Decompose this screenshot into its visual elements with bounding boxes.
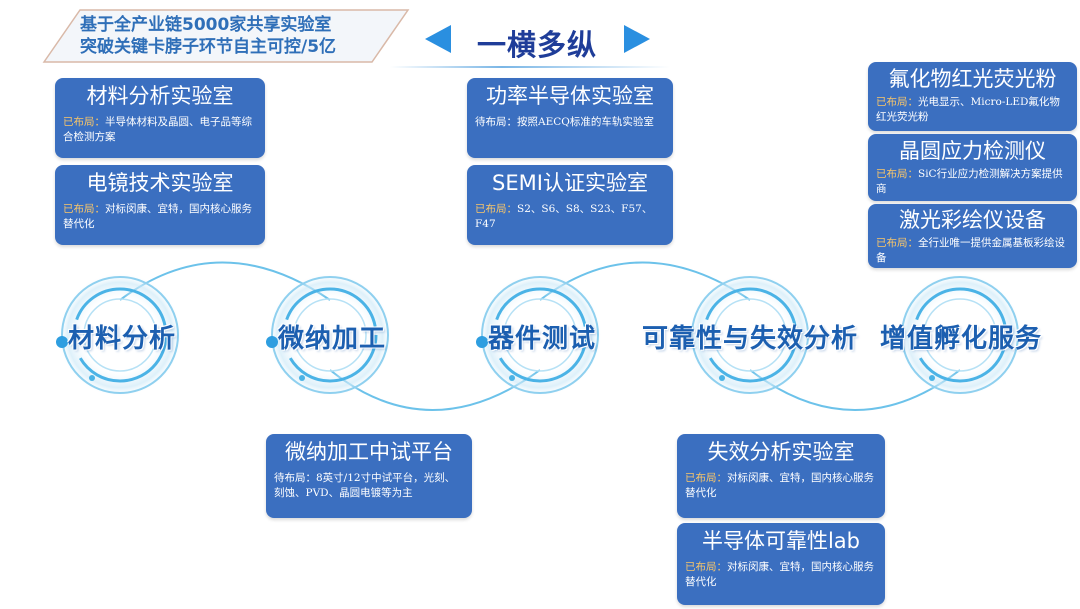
card-desc-text: 对标闵康、宜特，国内核心服务替代化 bbox=[685, 472, 874, 499]
card-semi-cert-lab: SEMI认证实验室 已布局：S2、S6、S8、S23、F57、F47 bbox=[467, 165, 673, 245]
stage-ring bbox=[898, 273, 1022, 397]
card-desc-text: 对标闵康、宜特，国内核心服务替代化 bbox=[63, 203, 252, 230]
card-failure-analysis-lab: 失效分析实验室 已布局：对标闵康、宜特，国内核心服务替代化 bbox=[677, 434, 885, 518]
card-prefix: 已布局： bbox=[685, 472, 727, 484]
card-title: 电镜技术实验室 bbox=[86, 171, 234, 195]
card-prefix: 已布局： bbox=[475, 203, 517, 215]
card-desc-text: 半导体材料及晶圆、电子品等综合检测方案 bbox=[63, 116, 252, 143]
banner: 基于全产业链5000家共享实验室 突破关键卡脖子环节自主可控/5亿 bbox=[30, 8, 410, 64]
card-prefix: 已布局： bbox=[876, 96, 918, 108]
card-desc-text: 全行业唯一提供金属基板彩绘设备 bbox=[876, 237, 1065, 264]
card-title: 失效分析实验室 bbox=[707, 440, 855, 464]
card-prefix: 已布局： bbox=[63, 116, 105, 128]
card-fluoride-phosphor: 氟化物红光荧光粉 已布局：光电显示、Micro-LED氟化物红光荧光粉 bbox=[868, 62, 1077, 131]
card-desc-text: SiC行业应力检测解决方案提供商 bbox=[876, 168, 1063, 195]
card-micro-nano-pilot: 微纳加工中试平台 待布局：8英寸/12寸中试平台，光刻、刻蚀、PVD、晶圆电镀等… bbox=[266, 434, 472, 518]
card-prefix: 已布局： bbox=[685, 561, 727, 573]
dot-icon bbox=[476, 336, 488, 348]
banner-frame bbox=[42, 9, 410, 63]
triangle-left-icon bbox=[425, 25, 451, 53]
card-desc: 已布局：半导体材料及晶圆、电子品等综合检测方案 bbox=[55, 115, 265, 145]
stage-label-reliability: 可靠性与失效分析 bbox=[642, 324, 859, 354]
triangle-right-icon bbox=[624, 25, 650, 53]
heading-divider bbox=[390, 66, 670, 68]
card-desc: 已布局：对标闵康、宜特，国内核心服务替代化 bbox=[55, 202, 265, 232]
stage-ring bbox=[476, 273, 602, 397]
stage-label-incubation: 增值孵化服务 bbox=[880, 324, 1043, 354]
card-desc: 已布局：光电显示、Micro-LED氟化物红光荧光粉 bbox=[868, 95, 1077, 125]
dot-icon bbox=[56, 336, 68, 348]
stage-label-material: 材料分析 bbox=[68, 324, 177, 354]
stage-ring bbox=[266, 273, 392, 397]
section-heading: 一横多纵 bbox=[425, 18, 650, 64]
card-prefix: 已布局： bbox=[876, 237, 918, 249]
card-reliability-lab: 半导体可靠性lab 已布局：对标闵康、宜特，国内核心服务替代化 bbox=[677, 523, 885, 605]
card-desc-text: 8英寸/12寸中试平台，光刻、刻蚀、PVD、晶圆电镀等为主 bbox=[274, 472, 456, 499]
card-title: SEMI认证实验室 bbox=[492, 171, 648, 195]
card-laser-painting: 激光彩绘仪设备 已布局：全行业唯一提供金属基板彩绘设备 bbox=[868, 204, 1077, 268]
card-desc-text: S2、S6、S8、S23、F57、F47 bbox=[475, 203, 653, 230]
heading-title: 一横多纵 bbox=[476, 28, 597, 62]
card-prefix: 待布局： bbox=[274, 472, 316, 484]
card-material-lab: 材料分析实验室 已布局：半导体材料及晶圆、电子品等综合检测方案 bbox=[55, 78, 265, 158]
stage-ring bbox=[56, 273, 182, 397]
card-title: 激光彩绘仪设备 bbox=[899, 208, 1046, 232]
card-title: 微纳加工中试平台 bbox=[285, 440, 453, 464]
card-em-lab: 电镜技术实验室 已布局：对标闵康、宜特，国内核心服务替代化 bbox=[55, 165, 265, 245]
card-title: 氟化物红光荧光粉 bbox=[888, 67, 1057, 91]
card-desc: 已布局：对标闵康、宜特，国内核心服务替代化 bbox=[677, 560, 885, 590]
card-prefix: 已布局： bbox=[876, 168, 918, 180]
stage-label-micro-nano: 微纳加工 bbox=[278, 324, 387, 354]
stage-ring bbox=[688, 273, 812, 397]
card-desc: 已布局：SiC行业应力检测解决方案提供商 bbox=[868, 167, 1077, 197]
card-title: 半导体可靠性lab bbox=[701, 529, 861, 553]
card-desc: 待布局：8英寸/12寸中试平台，光刻、刻蚀、PVD、晶圆电镀等为主 bbox=[266, 471, 472, 501]
card-desc: 待布局：按照AECQ标准的车轨实验室 bbox=[467, 115, 673, 130]
card-desc-text: 按照AECQ标准的车轨实验室 bbox=[517, 116, 654, 128]
card-desc: 已布局：S2、S6、S8、S23、F57、F47 bbox=[467, 202, 673, 232]
card-desc-text: 对标闵康、宜特，国内核心服务替代化 bbox=[685, 561, 874, 588]
card-title: 晶圆应力检测仪 bbox=[899, 139, 1046, 163]
card-desc: 已布局：对标闵康、宜特，国内核心服务替代化 bbox=[677, 471, 885, 501]
card-wafer-stress: 晶圆应力检测仪 已布局：SiC行业应力检测解决方案提供商 bbox=[868, 134, 1077, 201]
banner-line-2: 突破关键卡脖子环节自主可控/5亿 bbox=[80, 37, 337, 57]
dot-icon bbox=[266, 336, 278, 348]
stage-label-device-test: 器件测试 bbox=[488, 324, 597, 354]
card-prefix: 已布局： bbox=[63, 203, 105, 215]
card-desc: 已布局：全行业唯一提供金属基板彩绘设备 bbox=[868, 236, 1077, 266]
banner-line-1: 基于全产业链5000家共享实验室 bbox=[80, 15, 332, 35]
card-title: 材料分析实验室 bbox=[86, 84, 234, 108]
card-prefix: 待布局： bbox=[475, 116, 517, 128]
card-power-semi-lab: 功率半导体实验室 待布局：按照AECQ标准的车轨实验室 bbox=[467, 78, 673, 158]
card-desc-text: 光电显示、Micro-LED氟化物红光荧光粉 bbox=[876, 96, 1060, 123]
card-title: 功率半导体实验室 bbox=[486, 84, 654, 108]
